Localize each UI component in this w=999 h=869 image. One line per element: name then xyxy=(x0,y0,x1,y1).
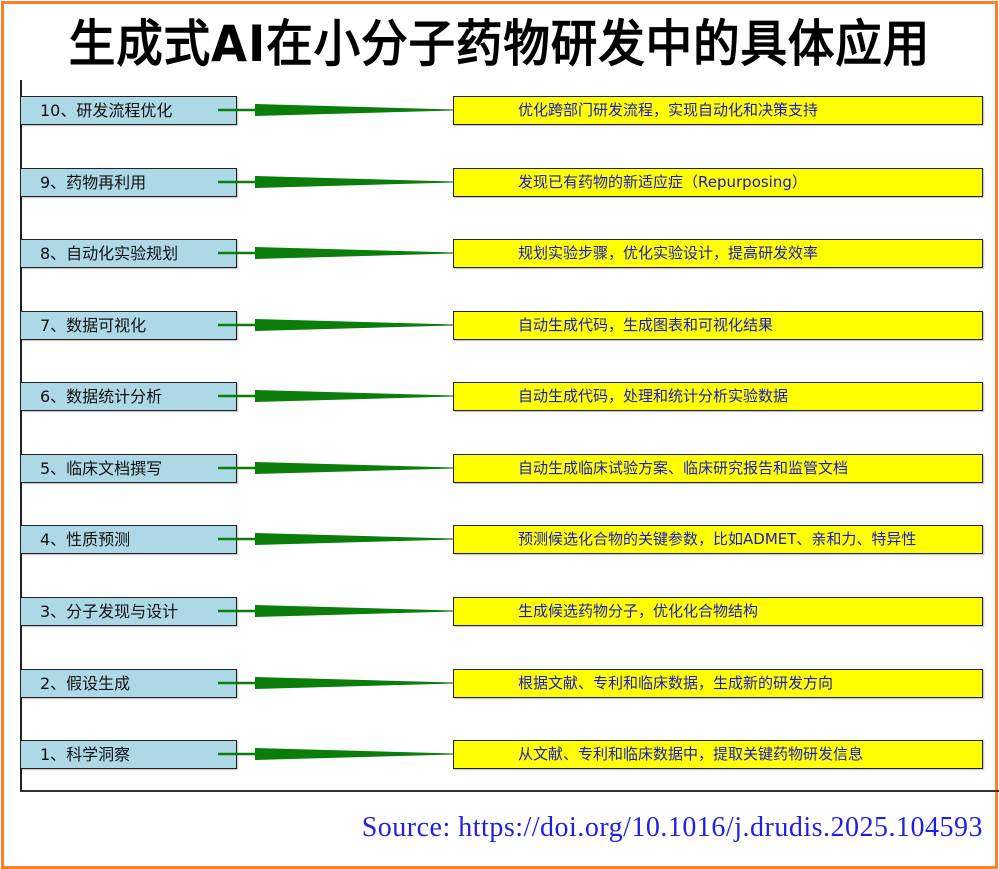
application-description-box: 生成候选药物分子，优化化合物结构 xyxy=(453,597,983,626)
application-description: 从文献、专利和临床数据中，提取关键药物研发信息 xyxy=(518,745,864,763)
application-description-box: 自动生成临床试验方案、临床研究报告和监管文档 xyxy=(453,454,983,483)
tapered-connector-icon xyxy=(218,677,454,689)
application-description: 自动生成代码，处理和统计分析实验数据 xyxy=(518,387,789,405)
tapered-connector-icon xyxy=(218,462,454,474)
application-label: 5、临床文档撰写 xyxy=(40,459,163,478)
application-row: 1、科学洞察 从文献、专利和临床数据中，提取关键药物研发信息 xyxy=(20,740,985,770)
application-label: 3、分子发现与设计 xyxy=(40,602,179,621)
application-row: 7、数据可视化 自动生成代码，生成图表和可视化结果 xyxy=(20,311,985,341)
application-label-box: 7、数据可视化 xyxy=(20,311,237,340)
application-row: 2、假设生成 根据文献、专利和临床数据，生成新的研发方向 xyxy=(20,669,985,699)
application-description-box: 发现已有药物的新适应症（Repurposing） xyxy=(453,168,983,197)
application-label-box: 6、数据统计分析 xyxy=(20,382,237,411)
application-label-box: 2、假设生成 xyxy=(20,669,237,698)
application-label: 9、药物再利用 xyxy=(40,173,147,192)
source-citation: Source: https://doi.org/10.1016/j.drudis… xyxy=(361,812,983,843)
application-label-box: 3、分子发现与设计 xyxy=(20,597,237,626)
tapered-connector-icon xyxy=(218,319,454,331)
horizontal-axis-line xyxy=(20,790,999,792)
application-description: 优化跨部门研发流程，实现自动化和决策支持 xyxy=(518,101,819,119)
application-label: 7、数据可视化 xyxy=(40,316,147,335)
application-row: 4、性质预测 预测候选化合物的关键参数，比如ADMET、亲和力、特异性 xyxy=(20,525,985,555)
application-description: 生成候选药物分子，优化化合物结构 xyxy=(518,602,759,620)
tapered-connector-icon xyxy=(218,748,454,760)
application-description-box: 根据文献、专利和临床数据，生成新的研发方向 xyxy=(453,669,983,698)
application-label: 4、性质预测 xyxy=(40,530,131,549)
application-row: 9、药物再利用 发现已有药物的新适应症（Repurposing） xyxy=(20,168,985,198)
application-description-box: 优化跨部门研发流程，实现自动化和决策支持 xyxy=(453,96,983,125)
application-label: 8、自动化实验规划 xyxy=(40,244,179,263)
application-description: 自动生成临床试验方案、临床研究报告和监管文档 xyxy=(518,459,849,477)
application-label: 1、科学洞察 xyxy=(40,745,131,764)
application-row: 5、临床文档撰写 自动生成临床试验方案、临床研究报告和监管文档 xyxy=(20,454,985,484)
tapered-connector-icon xyxy=(218,104,454,116)
application-label: 10、研发流程优化 xyxy=(40,101,173,120)
application-label: 2、假设生成 xyxy=(40,674,131,693)
tapered-connector-icon xyxy=(218,247,454,259)
application-row: 6、数据统计分析 自动生成代码，处理和统计分析实验数据 xyxy=(20,382,985,412)
tapered-connector-icon xyxy=(218,533,454,545)
application-description-box: 从文献、专利和临床数据中，提取关键药物研发信息 xyxy=(453,740,983,769)
tapered-connector-icon xyxy=(218,390,454,402)
application-description: 发现已有药物的新适应症（Repurposing） xyxy=(518,173,807,191)
application-label-box: 8、自动化实验规划 xyxy=(20,239,237,268)
application-label: 6、数据统计分析 xyxy=(40,387,163,406)
tapered-connector-icon xyxy=(218,176,454,188)
application-label-box: 10、研发流程优化 xyxy=(20,96,237,125)
application-row: 8、自动化实验规划 规划实验步骤，优化实验设计，提高研发效率 xyxy=(20,239,985,269)
diagram-title: 生成式AI在小分子药物研发中的具体应用 xyxy=(68,15,931,73)
application-description-box: 规划实验步骤，优化实验设计，提高研发效率 xyxy=(453,239,983,268)
vertical-axis-line xyxy=(20,80,22,792)
application-description: 根据文献、专利和临床数据，生成新的研发方向 xyxy=(518,674,834,692)
application-description: 自动生成代码，生成图表和可视化结果 xyxy=(518,316,774,334)
application-description: 预测候选化合物的关键参数，比如ADMET、亲和力、特异性 xyxy=(518,530,917,548)
application-row: 10、研发流程优化 优化跨部门研发流程，实现自动化和决策支持 xyxy=(20,96,985,126)
application-label-box: 4、性质预测 xyxy=(20,525,237,554)
application-label-box: 1、科学洞察 xyxy=(20,740,237,769)
application-description-box: 自动生成代码，生成图表和可视化结果 xyxy=(453,311,983,340)
application-description-box: 自动生成代码，处理和统计分析实验数据 xyxy=(453,382,983,411)
application-label-box: 5、临床文档撰写 xyxy=(20,454,237,483)
application-description-box: 预测候选化合物的关键参数，比如ADMET、亲和力、特异性 xyxy=(453,525,983,554)
application-description: 规划实验步骤，优化实验设计，提高研发效率 xyxy=(518,244,819,262)
tapered-connector-icon xyxy=(218,605,454,617)
application-label-box: 9、药物再利用 xyxy=(20,168,237,197)
application-row: 3、分子发现与设计 生成候选药物分子，优化化合物结构 xyxy=(20,597,985,627)
